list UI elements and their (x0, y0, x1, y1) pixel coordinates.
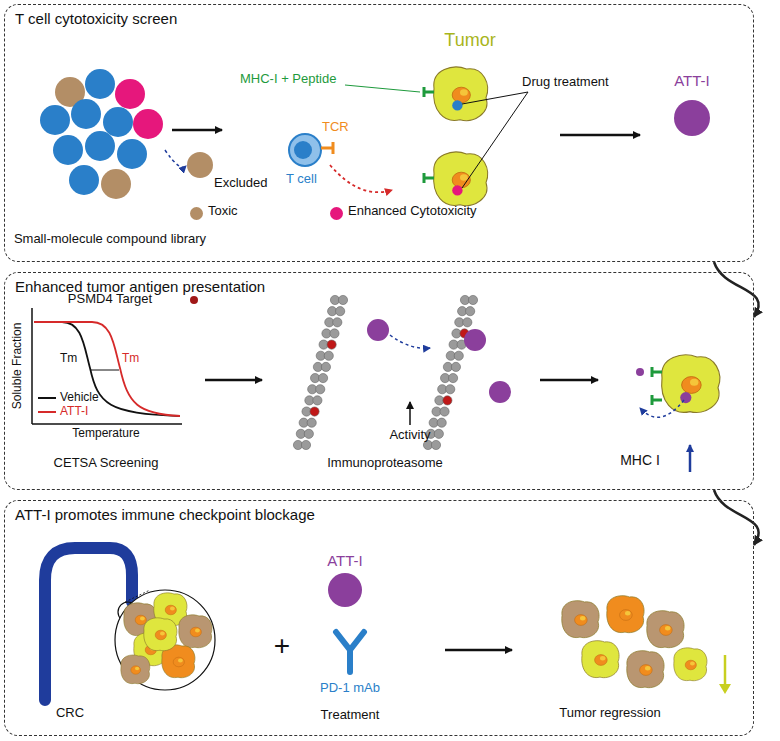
att-i-compound (328, 573, 362, 607)
compound-library (40, 69, 163, 199)
text-label: + (274, 630, 290, 662)
text-label: Immunoproteasome (327, 456, 443, 471)
text-label: TCR (322, 120, 349, 135)
att-i-compound (674, 100, 710, 136)
tumor-cell (662, 355, 720, 413)
flow-arrow (540, 379, 598, 382)
t-cell (289, 134, 333, 166)
antibody (336, 632, 364, 672)
legend-text: Toxic (208, 204, 238, 219)
attack-arrow (330, 165, 392, 192)
text-label: ATT-I (327, 552, 363, 569)
panel-title: ATT-I promotes immune checkpoint blockag… (15, 506, 315, 523)
text-label: PSMD4 Target (68, 292, 152, 307)
text-label: ATT-I (674, 72, 710, 89)
flow-arrow (205, 379, 262, 382)
excluded-compound (187, 152, 213, 178)
tumor-magnified (115, 590, 215, 690)
text-label: Excluded (214, 176, 267, 191)
text-label: Soluble Fraction (11, 323, 25, 410)
text-label: MHC-I + Peptide (240, 72, 336, 87)
text-label: Small-molecule compound library (14, 232, 206, 247)
text-label: CRC (56, 706, 84, 721)
flow-arrow (445, 649, 512, 652)
panel-box: ATT-I promotes immune checkpoint blockag… (4, 500, 754, 736)
text-label: T cell (286, 172, 317, 187)
cetsa-chart (32, 296, 198, 424)
tumor-cell (434, 152, 488, 205)
text-label: Drug treatment (522, 75, 609, 90)
text-label: Temperature (72, 427, 139, 441)
text-label: Tumor regression (559, 706, 660, 721)
legend-text: Vehicle (60, 391, 99, 405)
curved-connector (714, 490, 759, 545)
text-label: Tm (122, 352, 139, 366)
exclude-arrow (165, 150, 186, 167)
panel-title: T cell cytotoxicity screen (15, 10, 177, 27)
text-label: CETSA Screening (54, 456, 159, 471)
text-label: Activity (389, 428, 430, 443)
legend-swatch (330, 207, 343, 220)
text-label: PD-1 mAb (320, 681, 380, 696)
text-label: Tumor (444, 30, 495, 51)
legend-swatch (190, 207, 203, 220)
panel-box: T cell cytotoxicity screen (4, 4, 754, 262)
flow-arrow (560, 134, 640, 137)
tumor-cell (434, 67, 488, 120)
curved-connector (714, 262, 759, 317)
legend-text: Enhanced Cytotoxicity (348, 204, 477, 219)
residual-tumor (562, 596, 707, 688)
flow-arrow (172, 129, 222, 132)
text-label: Treatment (321, 708, 380, 723)
text-label: MHC I (620, 452, 660, 468)
tumor-cluster (121, 593, 212, 684)
legend-text: ATT-I (60, 405, 88, 419)
immunoproteasome (293, 295, 477, 449)
text-label: Tm (60, 352, 77, 366)
